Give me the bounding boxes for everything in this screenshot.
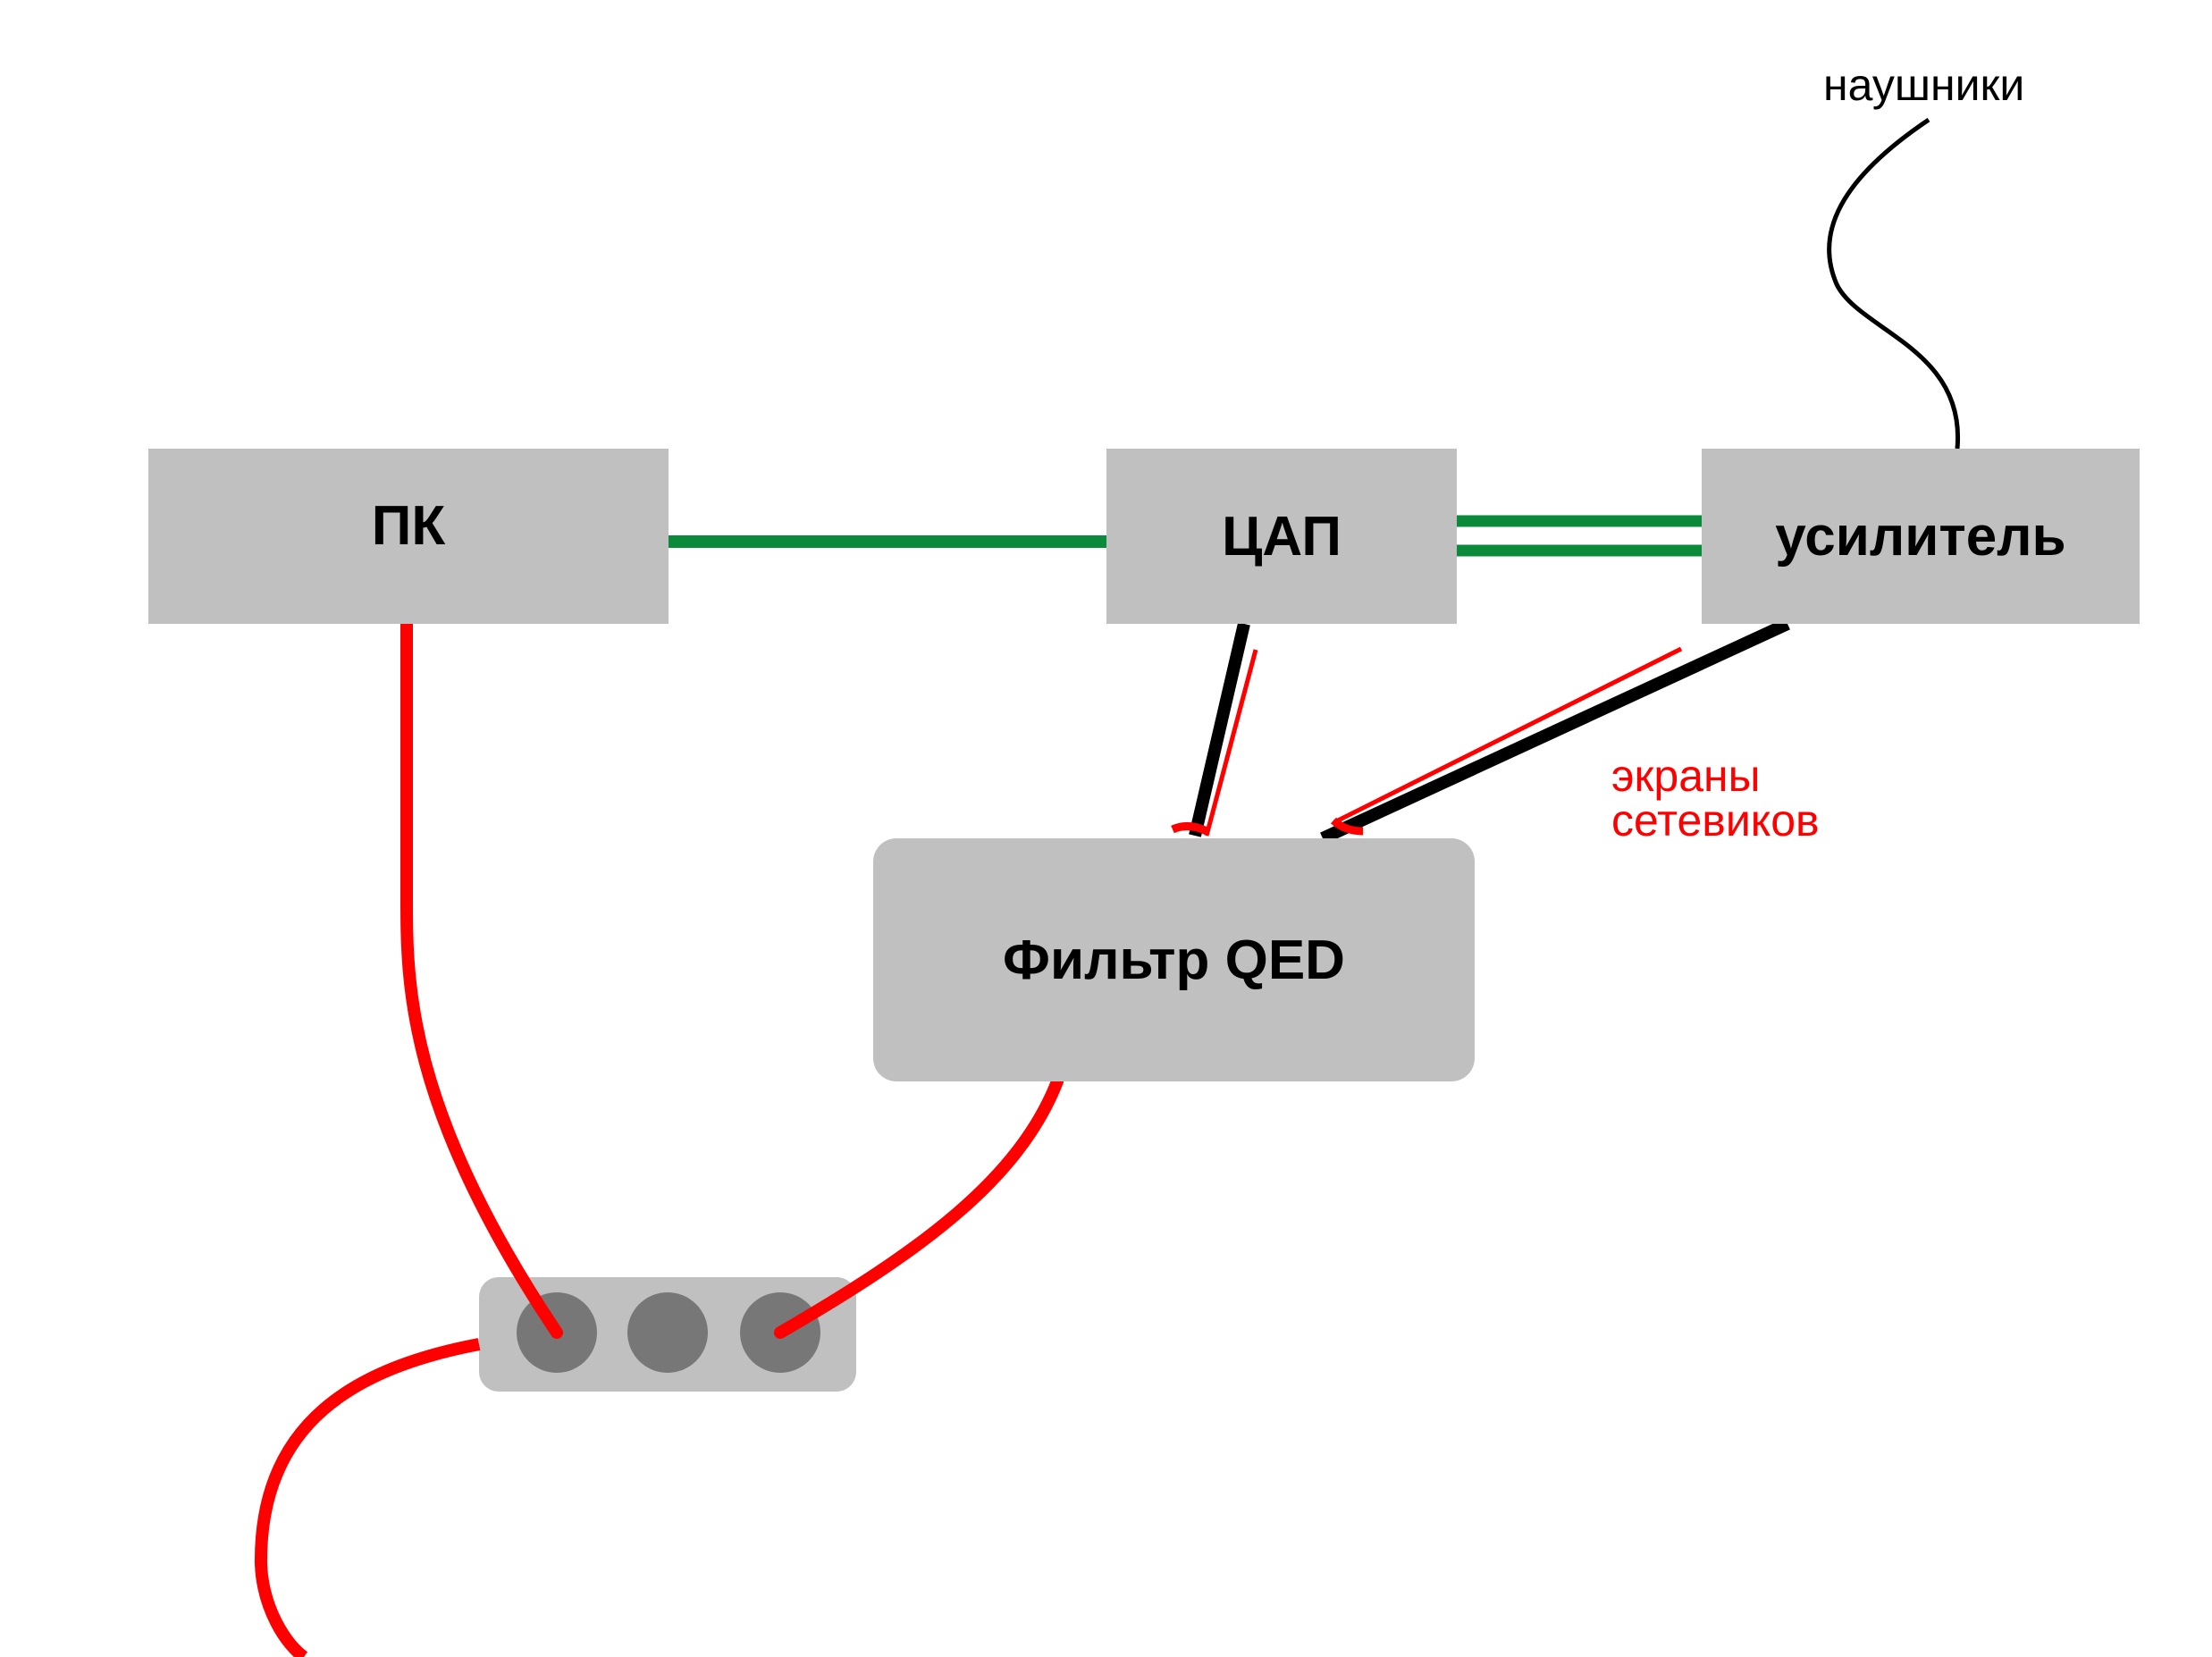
shields-label: экраны сетевиков	[1611, 753, 1820, 843]
filter-box: Фильтр QED	[873, 838, 1475, 1081]
dac-box: ЦАП	[1106, 449, 1457, 624]
headphone-cable	[1827, 117, 1961, 450]
amplifier-box: усилитель	[1702, 449, 2140, 624]
shields-label-line2: сетевиков	[1611, 795, 1820, 845]
filter-label: Фильтр QED	[1003, 929, 1345, 991]
cable-dac-filter	[1189, 622, 1250, 837]
pc-box: ПК	[148, 449, 669, 624]
cable-mains	[254, 1338, 481, 1657]
shields-label-line1: экраны	[1611, 751, 1761, 801]
headphones-label: наушники	[1823, 60, 2025, 110]
shield-amp-filter-end	[1330, 817, 1364, 836]
cable-amp-filter	[1320, 618, 1790, 845]
amplifier-label: усилитель	[1775, 505, 2066, 568]
cable-pc-power	[400, 618, 563, 1339]
power-strip-socket-2	[627, 1292, 708, 1373]
shield-dac-filter-end	[1171, 822, 1209, 836]
pc-label: ПК	[371, 494, 446, 557]
shield-amp-filter	[1333, 646, 1683, 825]
dac-label: ЦАП	[1222, 505, 1341, 568]
cable-filter-power	[774, 1075, 1064, 1339]
shield-dac-filter	[1204, 649, 1258, 837]
